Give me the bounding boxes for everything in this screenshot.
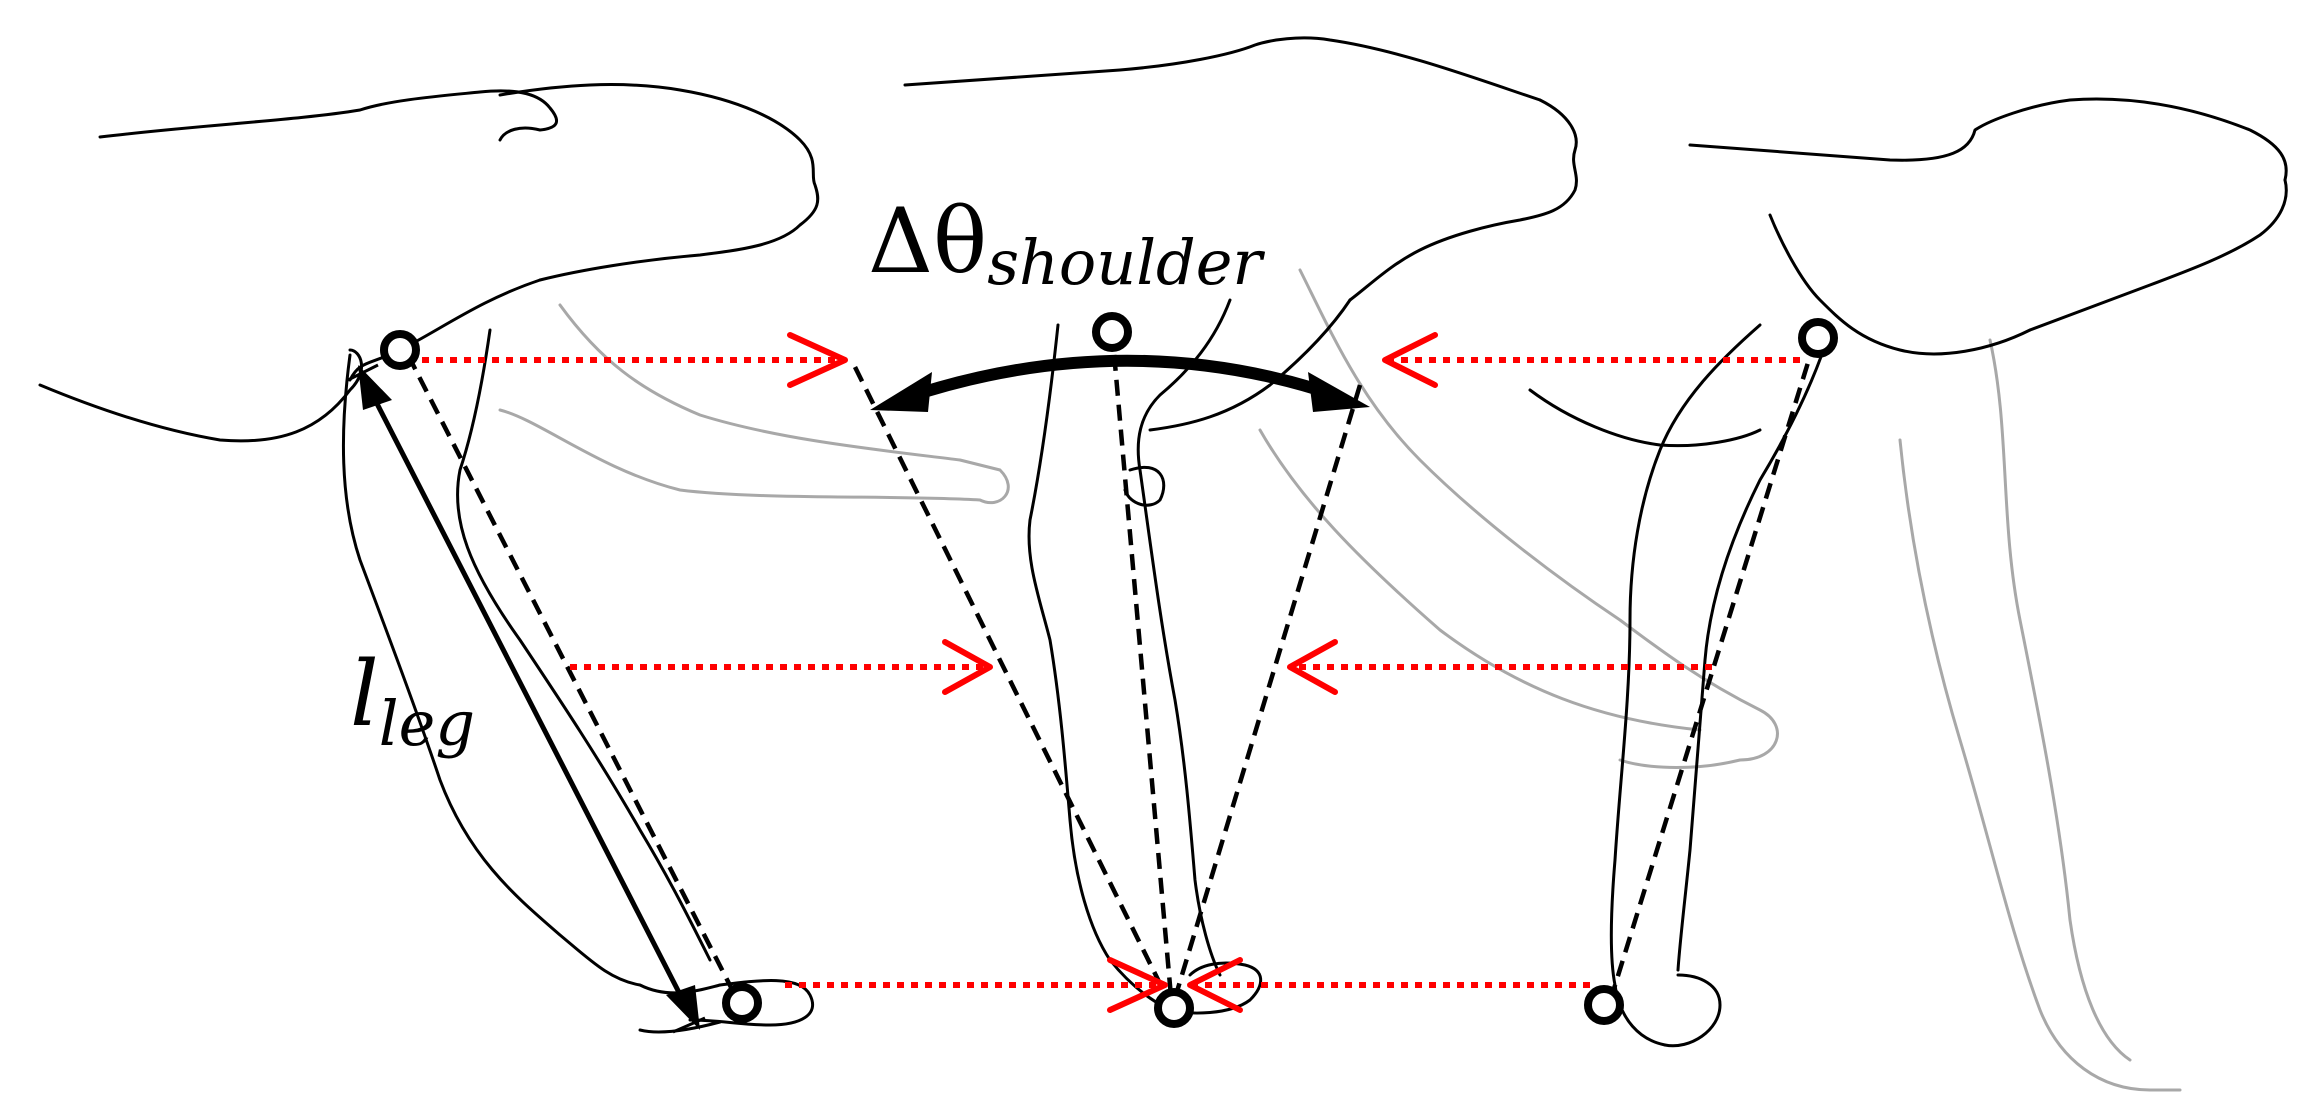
pose-3-belly <box>1528 388 1762 448</box>
leg-length-tick-bottom <box>672 1016 706 1034</box>
leg-length-head-bottom <box>666 985 700 1030</box>
pose-2-axis-right <box>1169 384 1363 1009</box>
pose-2-shoulder-joint <box>1092 312 1132 352</box>
shoulder-arc-curve <box>903 354 1337 404</box>
pose-1-leg-back <box>456 328 712 962</box>
faded-leg-1 <box>498 303 1010 505</box>
pose-2-foreleg-back <box>1027 323 1172 1012</box>
pose-3-head <box>2028 178 2288 332</box>
pose-1-leg-front <box>341 353 722 995</box>
pose-2-foot-joint <box>1154 988 1194 1028</box>
pose-1-belly <box>38 348 363 443</box>
pose-1-leg-axis <box>405 353 743 1007</box>
red-mid-right-arrowhead <box>1287 639 1338 695</box>
faded-leg-3 <box>1258 428 1702 732</box>
pose-3-foreleg-front <box>1609 323 1762 1047</box>
shoulder-angle-arc <box>870 354 1370 412</box>
pose-1-shoulder-joint <box>380 330 420 370</box>
red-bottom-right-arrowhead <box>1187 957 1243 1013</box>
leg-length-main: l <box>350 642 379 747</box>
faded-leg-4 <box>1898 438 2182 1092</box>
pose-2-head <box>1348 98 1578 302</box>
pose-1-foot-joint <box>722 983 762 1023</box>
red-top-left-arrowhead <box>787 332 848 388</box>
pose-3-leg-axis <box>1605 339 1818 1009</box>
leg-length-shaft <box>367 388 691 1012</box>
labels: Δθshoulder lleg <box>350 189 1265 760</box>
shoulder-arc-head-right <box>1308 372 1370 412</box>
shoulder-arc-head-left <box>870 372 932 412</box>
leg-axes <box>405 329 1818 1009</box>
pose-2-paw-front <box>1123 465 1166 507</box>
pose-3-foot-joint <box>1584 985 1624 1025</box>
pose-2-foot <box>1168 961 1263 1015</box>
faded-leg-5 <box>1988 338 2132 1062</box>
pose-3-shoulder-joint <box>1798 318 1838 358</box>
faded-back-legs <box>498 268 2182 1092</box>
animal-outlines <box>38 36 2288 1048</box>
leg-length-arrow <box>347 363 706 1034</box>
pose-2-back <box>903 36 1542 102</box>
leg-length-tick-top <box>347 363 379 382</box>
pose-3-chest <box>1768 213 2032 356</box>
shoulder-angle-main: Δθ <box>868 189 987 294</box>
leg-length-head-top <box>358 365 392 410</box>
pose-1-chest <box>348 278 542 382</box>
pose-2-foreleg-front <box>1136 298 1232 977</box>
red-bottom-left-arrowhead <box>1107 957 1168 1013</box>
shoulder-angle-subscript: shoulder <box>987 226 1265 299</box>
leg-length-label: lleg <box>350 642 475 760</box>
shoulder-angle-label: Δθshoulder <box>868 189 1265 299</box>
faded-leg-2 <box>1298 268 1779 769</box>
red-top-right-arrowhead <box>1382 332 1438 388</box>
red-reference-lines <box>408 332 1800 1013</box>
pose-2-axis-center <box>1109 329 1175 1009</box>
pose-3-foreleg-back <box>1676 328 1832 972</box>
pose-2-chest-front <box>1148 298 1352 432</box>
red-mid-left-arrowhead <box>942 639 993 695</box>
pose-2-axis-left <box>852 366 1175 1009</box>
joint-markers <box>380 312 1838 1028</box>
leg-length-subscript: leg <box>379 687 475 760</box>
pose-1-head <box>498 83 820 282</box>
pose-3-foot <box>1663 973 1722 1048</box>
pose-3-back <box>1688 97 2288 182</box>
pose-1-back <box>98 89 558 142</box>
pose-1-foot <box>688 979 814 1027</box>
